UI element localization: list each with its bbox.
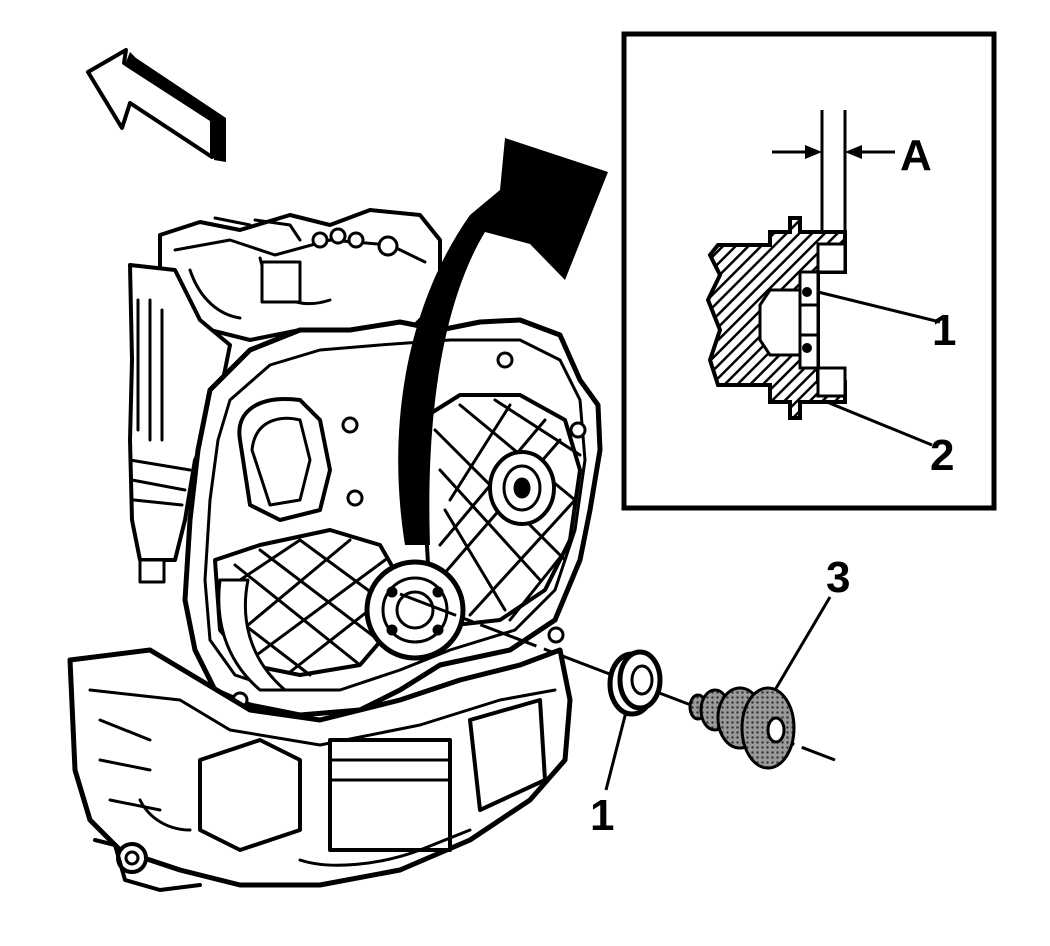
seal-installer-tool	[688, 686, 796, 770]
inset-callout-2: 2	[930, 431, 954, 480]
seal-depth-inset: A 1 2	[621, 31, 997, 511]
dimension-a-label: A	[900, 131, 932, 180]
leader-line-3	[773, 596, 832, 691]
front-direction-arrow-icon	[86, 48, 226, 162]
inset-callout-1: 1	[932, 306, 956, 355]
callout-3: 3	[826, 553, 850, 602]
detail-pointer-arrow-icon	[398, 138, 608, 545]
leader-line-1	[604, 711, 628, 791]
callout-1-main: 1	[590, 791, 614, 840]
transaxle-case-illustration	[67, 208, 603, 892]
axle-seal-part	[607, 649, 663, 717]
